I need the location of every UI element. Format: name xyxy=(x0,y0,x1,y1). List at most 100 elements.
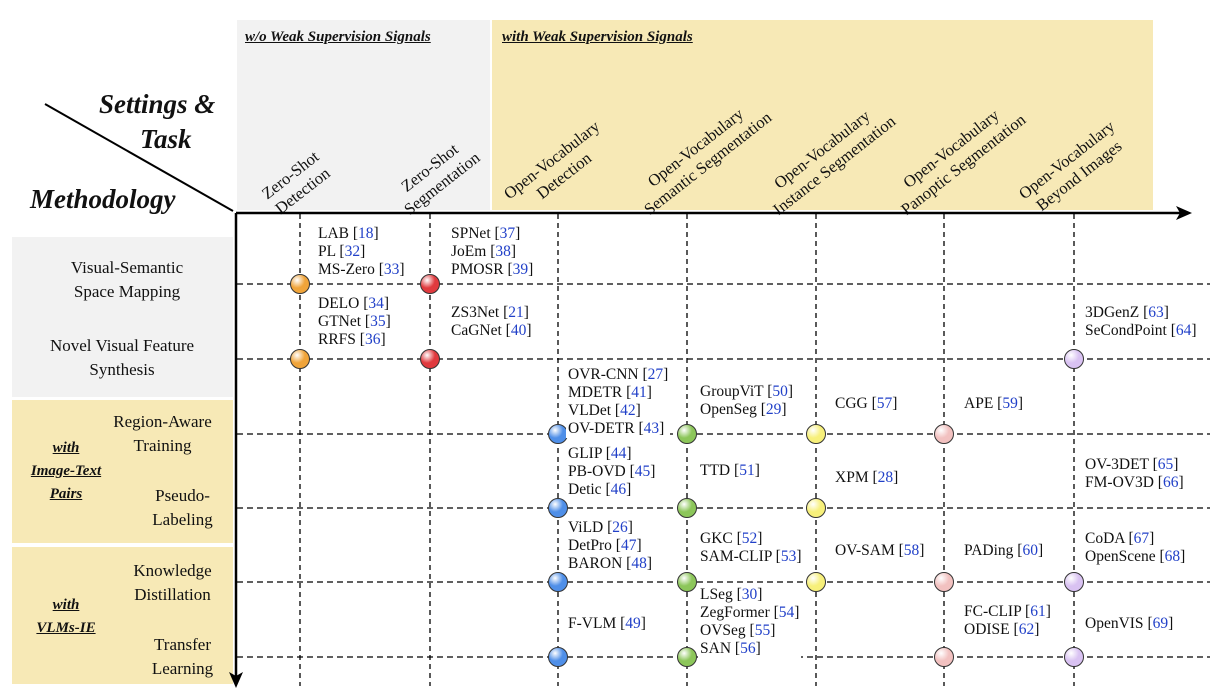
citation-ref[interactable]: 32 xyxy=(344,243,361,260)
citation-ref[interactable]: 38 xyxy=(495,243,511,260)
citation-ref[interactable]: 61 xyxy=(1030,603,1046,620)
method-entry: CGG [57] xyxy=(835,395,897,413)
citation-ref[interactable]: 48 xyxy=(631,555,647,572)
citation-ref[interactable]: 58 xyxy=(903,542,920,559)
method-name: LSeg xyxy=(700,586,733,603)
method-entry: VLDet [42] xyxy=(568,402,668,420)
citation-ref[interactable]: 28 xyxy=(877,469,894,486)
citation-ref[interactable]: 63 xyxy=(1148,304,1164,321)
method-name: GTNet xyxy=(318,313,362,330)
method-entry: OpenScene [68] xyxy=(1085,548,1185,566)
citation-bracket: [ xyxy=(867,395,877,412)
method-name: DetPro xyxy=(568,537,612,554)
group-label-line1: with xyxy=(52,440,80,456)
method-entry: CoDA [67] xyxy=(1085,530,1185,548)
citation-bracket: ] xyxy=(528,261,534,278)
method-name: OpenVIS xyxy=(1085,615,1144,632)
citation-bracket: ] xyxy=(893,469,899,486)
citation-ref[interactable]: 56 xyxy=(740,640,756,657)
citation-ref[interactable]: 42 xyxy=(620,402,636,419)
row-label-novel-visual-feature: Novel Visual Feature Synthesis xyxy=(22,334,222,382)
citation-ref[interactable]: 47 xyxy=(620,537,637,554)
citation-bracket: [ xyxy=(361,313,371,330)
cell-ovps-knowledge-distillation: PADing [60] xyxy=(962,542,1046,560)
row-label-line1: Region-Aware xyxy=(113,412,212,431)
method-name: RRFS xyxy=(318,331,356,348)
cell-ovps-transfer-learning: FC-CLIP [61]ODISE [62] xyxy=(962,603,1053,639)
citation-bracket: ] xyxy=(626,445,632,462)
citation-ref[interactable]: 64 xyxy=(1175,322,1192,339)
citation-ref[interactable]: 49 xyxy=(625,615,641,632)
citation-ref[interactable]: 26 xyxy=(612,519,628,536)
method-name: ZegFormer xyxy=(700,604,770,621)
citation-bracket: ] xyxy=(757,530,763,547)
citation-ref[interactable]: 39 xyxy=(512,261,529,278)
citation-bracket: ] xyxy=(640,615,646,632)
method-name: PMOSR xyxy=(451,261,504,278)
citation-ref[interactable]: 55 xyxy=(754,622,771,639)
citation-bracket: [ xyxy=(601,445,611,462)
citation-ref[interactable]: 65 xyxy=(1157,456,1174,473)
citation-bracket: ] xyxy=(794,604,800,621)
method-name: FC-CLIP xyxy=(964,603,1022,620)
method-name: GLIP xyxy=(568,445,602,462)
method-entry: OVSeg [55] xyxy=(700,622,799,640)
node-green-c3-r4 xyxy=(677,572,697,592)
citation-ref[interactable]: 18 xyxy=(358,225,374,242)
citation-ref[interactable]: 52 xyxy=(741,530,758,547)
citation-ref[interactable]: 40 xyxy=(510,322,527,339)
node-yellow-c4-r2 xyxy=(806,424,826,444)
row-label-line2: Training xyxy=(133,436,192,455)
citation-ref[interactable]: 37 xyxy=(499,225,516,242)
citation-bracket: [ xyxy=(349,225,359,242)
citation-ref[interactable]: 34 xyxy=(368,295,384,312)
citation-ref[interactable]: 68 xyxy=(1164,548,1181,565)
citation-ref[interactable]: 53 xyxy=(780,548,797,565)
citation-ref[interactable]: 57 xyxy=(876,395,893,412)
citation-ref[interactable]: 44 xyxy=(610,445,627,462)
citation-bracket: ] xyxy=(1173,456,1179,473)
citation-bracket: ] xyxy=(635,402,641,419)
method-entry: OVR-CNN [27] xyxy=(568,366,668,384)
citation-bracket: ] xyxy=(373,225,379,242)
group-label-line3: Pairs xyxy=(49,486,83,502)
method-name: OpenSeg xyxy=(700,401,757,418)
method-entry: ZegFormer [54] xyxy=(700,604,799,622)
citation-ref[interactable]: 21 xyxy=(508,304,524,321)
citation-ref[interactable]: 36 xyxy=(364,331,381,348)
method-name: SAM-CLIP xyxy=(700,548,772,565)
citation-ref[interactable]: 50 xyxy=(772,383,788,400)
citation-ref[interactable]: 41 xyxy=(631,384,647,401)
citation-ref[interactable]: 60 xyxy=(1022,542,1038,559)
citation-bracket: [ xyxy=(868,469,878,486)
cell-ovss-transfer-learning: LSeg [30]ZegFormer [54]OVSeg [55]SAN [56… xyxy=(698,586,802,658)
citation-ref[interactable]: 66 xyxy=(1162,474,1179,491)
group-label-line1: with xyxy=(52,597,80,613)
vertical-grid-lines xyxy=(299,214,1075,686)
citation-ref[interactable]: 35 xyxy=(370,313,386,330)
citation-ref[interactable]: 59 xyxy=(1002,395,1018,412)
citation-ref[interactable]: 27 xyxy=(647,366,664,383)
citation-ref[interactable]: 33 xyxy=(383,261,400,278)
citation-bracket: ] xyxy=(1180,548,1186,565)
method-name: CaGNet xyxy=(451,322,502,339)
citation-ref[interactable]: 30 xyxy=(741,586,758,603)
citation-bracket: ] xyxy=(755,640,761,657)
citation-ref[interactable]: 43 xyxy=(643,420,660,437)
citation-ref[interactable]: 29 xyxy=(765,401,782,418)
row-band-without xyxy=(12,237,233,397)
citation-ref[interactable]: 45 xyxy=(634,463,651,480)
method-entry: GLIP [44] xyxy=(568,445,655,463)
citation-ref[interactable]: 67 xyxy=(1133,530,1150,547)
citation-ref[interactable]: 54 xyxy=(778,604,795,621)
citation-bracket: ] xyxy=(636,537,642,554)
group-label-image-text-pairs: with Image-Text Pairs xyxy=(14,437,118,506)
node-yellow-c4-r3 xyxy=(806,498,826,518)
method-entry: PADing [60] xyxy=(964,542,1043,560)
citation-ref[interactable]: 62 xyxy=(1018,621,1035,638)
citation-ref[interactable]: 51 xyxy=(739,462,755,479)
method-entry: GKC [52] xyxy=(700,530,802,548)
citation-ref[interactable]: 69 xyxy=(1152,615,1169,632)
citation-ref[interactable]: 46 xyxy=(610,481,627,498)
row-label-line2: Learning xyxy=(151,659,214,678)
